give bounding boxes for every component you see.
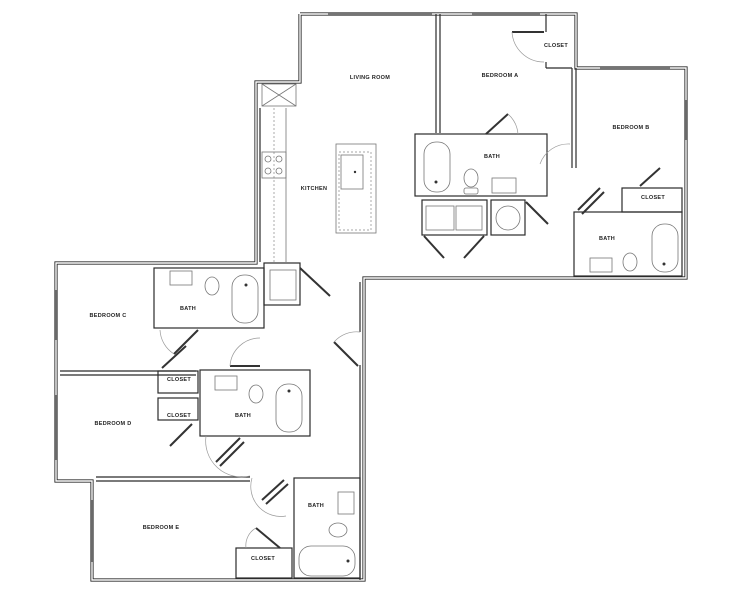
room-label-bedroom-c: BEDROOM C [89, 313, 127, 319]
interior-walls [60, 14, 683, 580]
room-label-closet-e: CLOSET [250, 556, 276, 562]
room-label-bedroom-a: BEDROOM A [481, 73, 519, 79]
room-label-closet-d1: CLOSET [166, 377, 192, 383]
room-label-bedroom-d: BEDROOM D [94, 421, 132, 427]
doors [159, 31, 661, 549]
room-label-bath-e: BATH [307, 503, 325, 509]
stove [261, 151, 287, 179]
pantry [261, 83, 297, 107]
room-label-bedroom-e: BEDROOM E [142, 525, 180, 531]
room-label-bath-c: BATH [179, 306, 197, 312]
exterior-walls [54, 12, 688, 582]
room-label-closet-d2: CLOSET [166, 413, 192, 419]
room-label-bath-a: BATH [483, 154, 501, 160]
room-label-kitchen: KITCHEN [300, 186, 328, 192]
room-label-bedroom-b: BEDROOM B [612, 125, 650, 131]
fixtures [169, 83, 679, 577]
room-label-closet-b: CLOSET [640, 195, 666, 201]
room-label-bath-b: BATH [598, 236, 616, 242]
kitchen-island [335, 143, 377, 234]
windows [55, 13, 687, 562]
room-label-closet-a: CLOSET [543, 43, 569, 49]
room-label-bath-d: BATH [234, 413, 252, 419]
room-label-living-room: LIVING ROOM [349, 75, 391, 81]
